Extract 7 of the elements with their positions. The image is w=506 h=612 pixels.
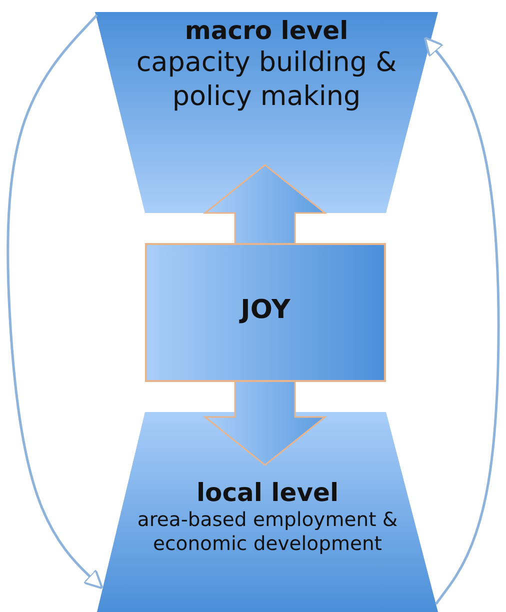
curved-arrow [424,36,500,605]
curved-arrow [6,14,104,590]
description: capacity building & policy making [135,46,398,114]
description: area-based employment & economic development [136,508,399,557]
heading: JOY [238,295,292,326]
heading: macro level [184,16,350,46]
heading: local level [195,478,340,508]
